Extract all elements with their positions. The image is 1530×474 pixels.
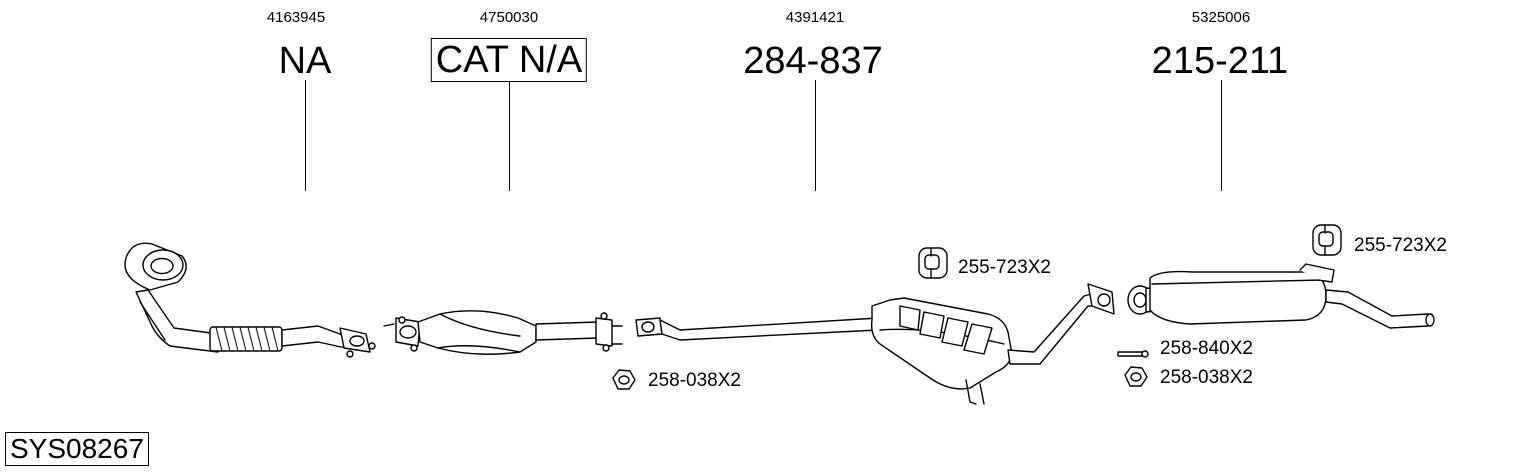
hardware-label-nut[interactable]: 258-038X2 bbox=[648, 370, 741, 391]
oe-number-front-pipe: 4163945 bbox=[266, 9, 326, 26]
nut-icon bbox=[1124, 366, 1148, 387]
leader-line-catalytic-converter bbox=[509, 82, 510, 191]
hardware-label-nut[interactable]: 258-038X2 bbox=[1160, 367, 1253, 388]
oe-number-rear-silencer: 5325006 bbox=[1191, 9, 1251, 26]
middle-silencer-drawing[interactable] bbox=[635, 283, 1115, 405]
oe-number-catalytic-converter: 4750030 bbox=[479, 9, 539, 26]
catalytic-converter-drawing[interactable] bbox=[383, 310, 623, 355]
part-code-front-pipe[interactable]: NA bbox=[278, 40, 332, 82]
hardware-label-rubber-hanger[interactable]: 255-723X2 bbox=[1354, 235, 1447, 256]
leader-line-middle-silencer bbox=[815, 80, 816, 191]
part-code-catalytic-converter[interactable]: CAT N/A bbox=[430, 38, 588, 82]
part-code-rear-silencer[interactable]: 215-211 bbox=[1151, 40, 1289, 82]
rubber-hanger-icon bbox=[1312, 224, 1342, 256]
hardware-label-rubber-hanger[interactable]: 255-723X2 bbox=[958, 257, 1051, 278]
oe-number-middle-silencer: 4391421 bbox=[785, 9, 845, 26]
bolt-icon bbox=[1117, 350, 1149, 358]
leader-line-rear-silencer bbox=[1221, 80, 1222, 191]
front-pipe-drawing[interactable] bbox=[124, 242, 376, 358]
part-code-middle-silencer[interactable]: 284-837 bbox=[743, 40, 883, 82]
system-code: SYS08267 bbox=[5, 432, 149, 466]
rubber-hanger-icon bbox=[918, 247, 948, 279]
nut-icon bbox=[612, 369, 636, 390]
hardware-label-bolt[interactable]: 258-840X2 bbox=[1160, 338, 1253, 359]
leader-line-front-pipe bbox=[305, 80, 306, 191]
rear-silencer-drawing[interactable] bbox=[1127, 263, 1435, 329]
